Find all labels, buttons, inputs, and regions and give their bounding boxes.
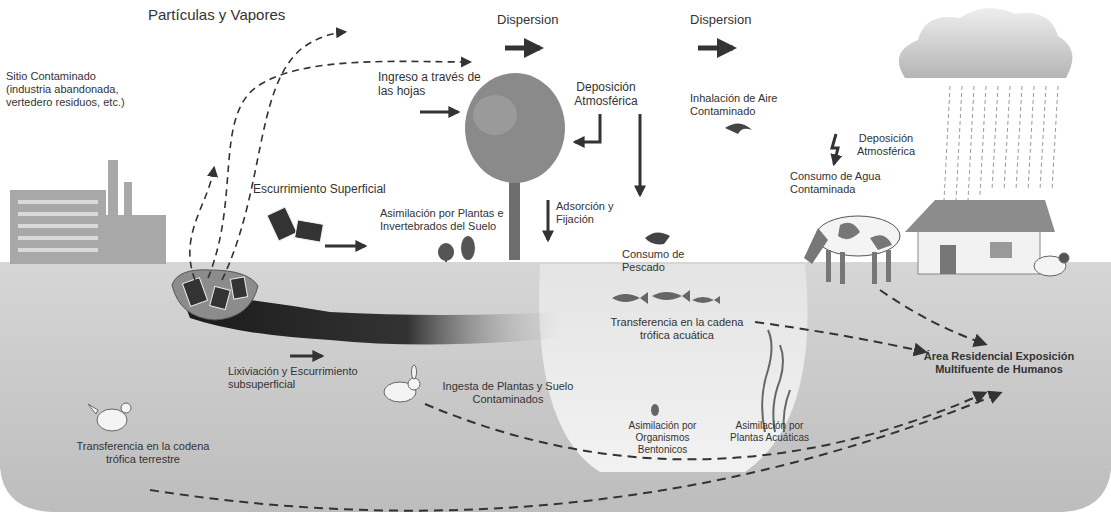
fish [612, 290, 720, 304]
dispersion-arrows [505, 46, 733, 51]
pathway-label: Asimilación por Plantas e Invertebrados … [380, 207, 525, 233]
dispersion-label: Dispersion [497, 12, 558, 28]
pathway-label: Inhalación de Aire Contaminado [690, 92, 785, 118]
pathway-label: Ingesta de Plantas y Suelo Contaminados [428, 380, 588, 406]
pathway-label: Adsorción y Fijación [556, 200, 628, 226]
birds [645, 123, 752, 244]
leaching-arrow [290, 355, 322, 358]
aquatic-plants [762, 330, 790, 432]
factory [10, 160, 166, 264]
receptor-label: Área Residencial Exposición Multifuente … [893, 350, 1105, 376]
source-label: Sitio Contaminado (industria abandonada,… [6, 70, 141, 110]
soil-plants [438, 236, 475, 262]
benthic-organism [651, 404, 659, 416]
cloud [899, 8, 1073, 200]
dispersion-label: Dispersion [690, 12, 751, 28]
emission-arrows [190, 32, 470, 280]
deposition-arrow [832, 134, 838, 164]
rabbit [384, 365, 420, 402]
barrels [182, 207, 323, 310]
emission-label: Partículas y Vapores [148, 6, 285, 24]
ground [0, 262, 1111, 512]
pathway-label: Consumo de Pescado [622, 248, 694, 274]
sheep [1034, 253, 1069, 276]
deposition-label: Deposición Atmosférica [845, 132, 927, 158]
pathway-label: Asimilación por Organismos Bentonicos [615, 420, 710, 456]
deposition-arrows [548, 114, 640, 240]
contaminated-pit [172, 270, 258, 320]
runoff-arrow [325, 245, 365, 248]
food-chain-label: Transferencia en la cadena trófica acuát… [607, 316, 747, 342]
pathway-label: Ingreso a través de las hojas [378, 70, 488, 99]
leaching-label: Lixiviación y Escurrimiento subsuperfici… [228, 365, 380, 391]
runoff-label: Escurrimiento Superficial [253, 182, 386, 196]
cow [804, 216, 900, 284]
house [905, 200, 1055, 274]
leaf-uptake-arrow [420, 111, 458, 114]
chicken [88, 403, 131, 431]
pathway-label: Consumo de Agua Contaminada [790, 170, 892, 196]
exposure-arrows [150, 290, 1000, 511]
pathway-label: Asimilación por Plantas Acuáticas [722, 420, 817, 444]
food-chain-label: Transferencia en la codena trófica terre… [68, 440, 218, 466]
deposition-label: Deposición Atmosférica [565, 80, 647, 109]
